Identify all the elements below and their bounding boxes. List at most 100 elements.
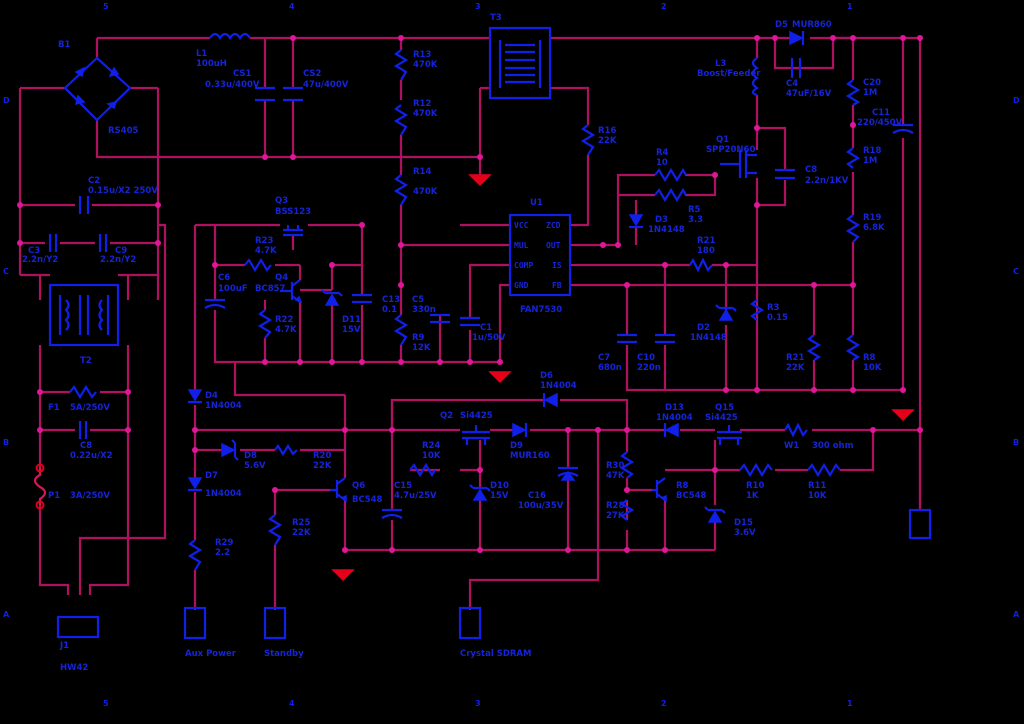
resistor-r21 — [689, 257, 713, 273]
frame-right-a: A — [1013, 610, 1020, 619]
label-c4-value: 47uF/16V — [786, 89, 832, 99]
resistor-f1 — [69, 384, 97, 400]
frame-right-c: C — [1013, 267, 1019, 276]
label-d9-value: MUR160 — [510, 451, 550, 461]
transistor-q4 — [280, 279, 303, 304]
label-c15: C15 — [394, 481, 412, 491]
frame-bottom-1: 1 — [847, 699, 853, 708]
frame-right-b: B — [1013, 438, 1019, 447]
frame-bottom-2: 2 — [661, 699, 667, 708]
resistor-r14 — [393, 174, 409, 206]
label-d10: D10 — [490, 481, 509, 491]
label-r9-value: 12K — [412, 343, 431, 353]
label-r29: R29 — [215, 538, 233, 548]
connector-aux-power[interactable] — [183, 606, 207, 640]
diode-d9 — [512, 422, 528, 438]
label-c1-value: 1u/50V — [472, 333, 506, 343]
label-c20: C20 — [863, 78, 881, 88]
label-cs1-value: 0.33u/400V — [205, 80, 260, 90]
diode-d16 — [560, 470, 576, 481]
transistor-q1 — [720, 150, 757, 178]
capacitor-c2 — [78, 196, 90, 214]
label-l3-value: Boost/Feeder — [697, 69, 761, 79]
label-r30-value: 47K — [606, 471, 625, 481]
resistor-r8 — [845, 334, 861, 361]
label-r29-value: 2.2 — [215, 548, 230, 558]
label-r11: R11 — [808, 481, 826, 491]
fuse-p1 — [33, 468, 47, 505]
label-d3: D3 — [655, 215, 668, 225]
label-q2: Q2 — [440, 411, 453, 421]
frame-left-c: C — [3, 267, 9, 276]
inductor-l3 — [751, 57, 760, 97]
label-c7-value: 680n — [598, 363, 622, 373]
label-r16-value: 22K — [598, 136, 617, 146]
capacitor-c7 — [617, 333, 637, 344]
diode-d2 — [715, 304, 737, 321]
label-r3: R3 — [767, 303, 780, 313]
connector-j1[interactable] — [56, 615, 100, 639]
label-d13-value: 1N4004 — [656, 413, 693, 423]
label-c1: C1 — [480, 323, 492, 333]
resistor-r20 — [274, 443, 298, 457]
label-r16: R16 — [598, 126, 616, 136]
resistor-r13 — [393, 49, 409, 81]
label-cs1: CS1 — [233, 69, 252, 79]
u1-pin-is: IS — [552, 261, 562, 270]
label-c6-value: 100uF — [218, 284, 248, 294]
frame-left-d: D — [3, 96, 10, 105]
diode-d7 — [187, 477, 203, 492]
resistor-r16 — [580, 124, 596, 156]
label-d7-value: 1N4004 — [205, 489, 242, 499]
ic-u1 — [508, 213, 572, 297]
capacitor-c10 — [655, 333, 675, 344]
resistor-r18 — [846, 147, 861, 169]
resistor-r28 — [620, 499, 635, 521]
label-r14-value: 470K — [413, 187, 438, 197]
capacitor-c5 — [430, 313, 450, 324]
label-q4: Q4 — [275, 273, 288, 283]
label-r22: R22 — [275, 315, 293, 325]
label-d2: D2 — [697, 323, 710, 333]
connector-output[interactable] — [908, 508, 932, 540]
label-q6-value: BC548 — [352, 495, 383, 505]
label-b1: B1 — [58, 40, 70, 50]
label-c13-value: 0.1 — [382, 305, 397, 315]
label-d8-value: 5.6V — [244, 461, 266, 471]
label-c13: C13 — [382, 295, 400, 305]
u1-pin-gnd: GND — [514, 281, 529, 290]
label-r20: R20 — [313, 451, 331, 461]
transistor-q8 — [652, 477, 667, 503]
frame-bottom-3: 3 — [475, 699, 481, 708]
label-d10-value: 15V — [490, 491, 509, 501]
label-t2: T2 — [80, 356, 92, 366]
capacitor-c13 — [352, 293, 372, 304]
resistor-r24 — [409, 462, 436, 478]
diode-d8 — [221, 439, 239, 461]
connector-crystal-sdram[interactable] — [458, 606, 482, 640]
label-l1: L1 — [196, 49, 207, 59]
capacitor-c4 — [790, 58, 802, 78]
capacitor-c11 — [892, 123, 914, 134]
label-aux-power: Aux Power — [185, 649, 237, 659]
u1-pin-mul: MUL — [514, 241, 529, 250]
label-r25: R25 — [292, 518, 310, 528]
resistor-r25 — [267, 514, 283, 546]
label-d15: D15 — [734, 518, 753, 528]
label-c8-value: 2.2n/1KV — [805, 176, 849, 186]
label-r4-value: 10 — [656, 158, 668, 168]
label-d9: D9 — [510, 441, 523, 451]
label-c16-value: 100u/35V — [518, 501, 564, 511]
connector-standby[interactable] — [263, 606, 287, 640]
frame-top-3: 3 — [475, 2, 481, 11]
label-r10: R10 — [746, 481, 764, 491]
u1-pin-out: OUT — [546, 241, 561, 250]
diode-d15 — [704, 506, 726, 523]
label-c8b-value: 0.22u/X2 — [70, 451, 113, 461]
label-q1: Q1 — [716, 135, 729, 145]
label-r4: R4 — [656, 148, 669, 158]
capacitor-c9 — [98, 234, 108, 252]
label-p1-value: 3A/250V — [70, 491, 110, 501]
label-d13: D13 — [665, 403, 684, 413]
components — [33, 26, 932, 640]
